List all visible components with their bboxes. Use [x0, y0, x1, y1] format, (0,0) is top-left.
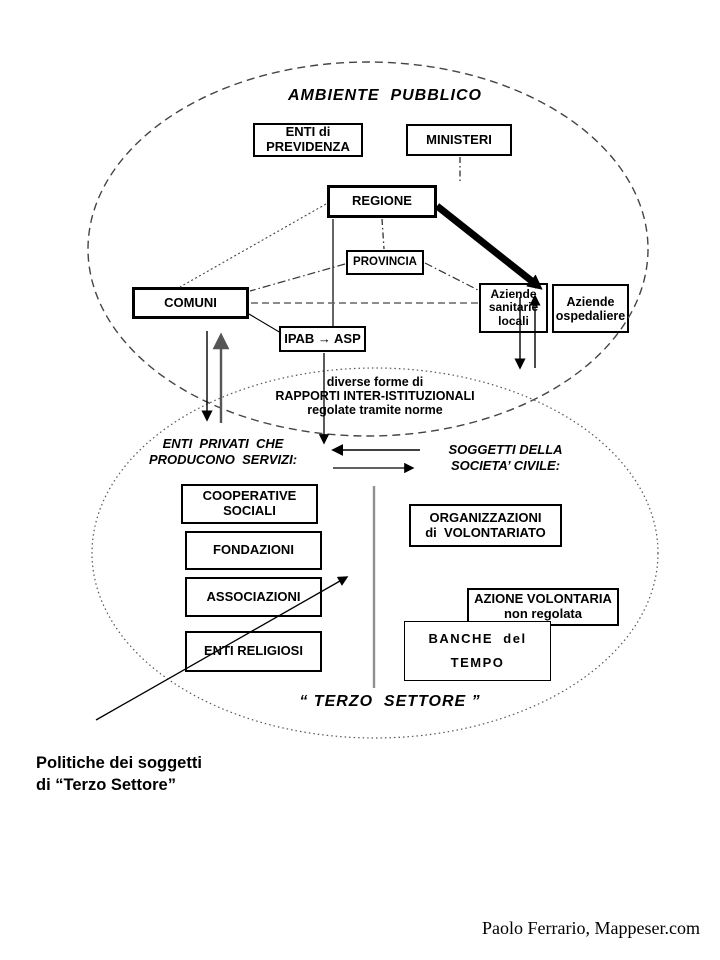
private-entities-heading-line2: PRODUCONO SERVIZI:	[148, 452, 298, 467]
aziende-ospedaliere-line2: ospedaliere	[555, 308, 626, 323]
connector-provincia-comuni-dashdot	[249, 263, 346, 292]
regione-label: REGIONE	[352, 193, 412, 209]
cooperative-sociali-line1: COOPERATIVE	[202, 488, 297, 504]
box-enti-religiosi: ENTI RELIGIOSI	[185, 631, 322, 672]
organizzazioni-line2: di VOLONTARIATO	[425, 524, 546, 540]
private-entities-heading: ENTI PRIVATI CHE PRODUCONO SERVIZI:	[138, 436, 308, 468]
private-entities-heading-line1: ENTI PRIVATI CHE	[162, 436, 284, 451]
box-organizzazioni-volontariato: ORGANIZZAZIONI di VOLONTARIATO	[409, 504, 562, 547]
box-fondazioni: FONDAZIONI	[185, 531, 322, 570]
fondazioni-label: FONDAZIONI	[213, 542, 294, 558]
box-associazioni: ASSOCIAZIONI	[185, 577, 322, 617]
box-comuni: COMUNI	[132, 287, 249, 319]
box-aziende-ospedaliere: Aziende ospedaliere	[552, 284, 629, 333]
enti-previdenza-line1: ENTI di	[285, 124, 331, 140]
caption-line1: Politiche dei soggetti	[36, 754, 202, 772]
connector-regione-comuni-dotted	[179, 203, 327, 288]
box-aziende-sanitarie: Aziende sanitarie locali	[479, 283, 548, 333]
thick-arrow-regione-aziende-sanitarie	[434, 203, 543, 290]
connector-regione-provincia	[381, 218, 385, 250]
comuni-label: COMUNI	[164, 294, 217, 310]
organizzazioni-line1: ORGANIZZAZIONI	[429, 509, 542, 525]
box-banche-tempo: BANCHE del TEMPO	[404, 621, 551, 681]
aziende-sanitarie-line1: Aziende	[490, 286, 537, 301]
attribution: Paolo Ferrario, Mappeser.com	[380, 918, 700, 939]
attribution-text: Paolo Ferrario, Mappeser.com	[482, 918, 700, 938]
aziende-ospedaliere-line1: Aziende	[566, 294, 615, 309]
aziende-sanitarie-line3: locali	[498, 313, 529, 328]
azione-volontaria-line2: non regolata	[503, 606, 582, 621]
slide-caption: Politiche dei soggetti di “Terzo Settore…	[36, 752, 296, 796]
azione-volontaria-line1: AZIONE VOLONTARIA	[474, 591, 612, 607]
note-line-1: diverse forme di	[326, 375, 424, 389]
third-sector-label-text: “ TERZO SETTORE ”	[299, 693, 481, 710]
note-line-2: RAPPORTI INTER-ISTITUZIONALI	[275, 389, 475, 403]
caption-line2: di “Terzo Settore”	[36, 776, 176, 794]
connector-provincia-aziende-dashdot	[424, 262, 479, 291]
banche-tempo-line1: BANCHE del	[428, 630, 527, 646]
inter-institutional-note: diverse forme di RAPPORTI INTER-ISTITUZI…	[250, 375, 500, 417]
public-environment-title: AMBIENTE PUBBLICO	[250, 87, 520, 105]
associazioni-label: ASSOCIAZIONI	[206, 588, 301, 604]
civil-society-heading: SOGGETTI DELLA SOCIETA’ CIVILE:	[428, 442, 583, 474]
public-environment-title-text: AMBIENTE PUBBLICO	[288, 87, 482, 104]
connector-comuni-ipab	[248, 313, 282, 334]
cooperative-sociali-line2: SOCIALI	[223, 503, 276, 518]
box-enti-previdenza: ENTI di PREVIDENZA	[253, 123, 363, 157]
ministeri-label: MINISTERI	[426, 131, 492, 147]
box-ipab-asp: IPAB → ASP	[279, 326, 366, 352]
box-ministeri: MINISTERI	[406, 124, 512, 156]
enti-religiosi-label: ENTI RELIGIOSI	[204, 643, 303, 659]
enti-previdenza-line2: PREVIDENZA	[266, 139, 350, 154]
third-sector-label: “ TERZO SETTORE ”	[280, 693, 500, 711]
provincia-label: PROVINCIA	[353, 256, 417, 269]
banche-tempo-line2: TEMPO	[450, 654, 505, 670]
box-cooperative-sociali: COOPERATIVE SOCIALI	[181, 484, 318, 524]
ipab-asp-label: IPAB → ASP	[284, 330, 361, 346]
aziende-sanitarie-line2: sanitarie	[488, 300, 539, 315]
third-sector-ellipse	[91, 367, 659, 739]
civil-society-heading-line1: SOGGETTI DELLA	[448, 442, 563, 457]
note-line-3: regolate tramite norme	[307, 403, 443, 417]
civil-society-heading-line2: SOCIETA’ CIVILE:	[450, 458, 561, 473]
box-regione: REGIONE	[327, 185, 437, 218]
box-provincia: PROVINCIA	[346, 250, 424, 275]
